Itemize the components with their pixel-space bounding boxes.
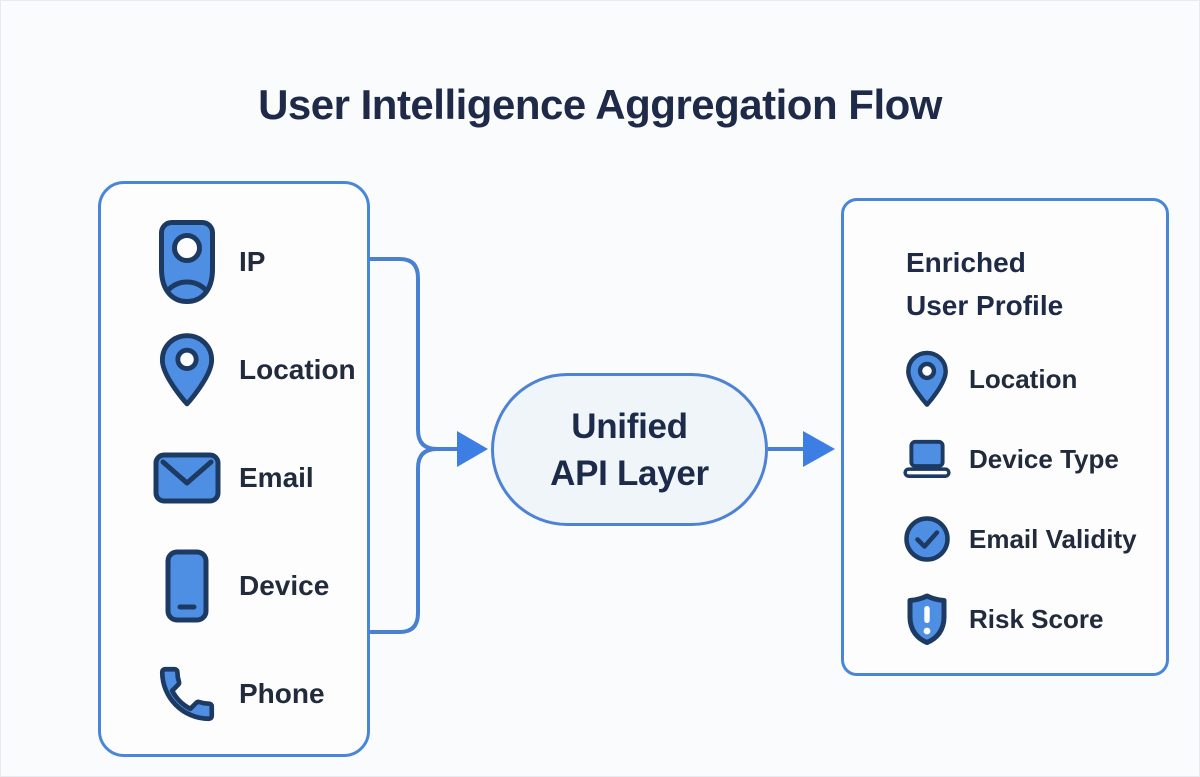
profile-item-risk-score: Risk Score xyxy=(844,579,1166,659)
api-node-label-line1: Unified xyxy=(571,406,688,446)
phone-handset-icon xyxy=(141,661,233,727)
connector-top-branch xyxy=(369,257,459,451)
map-pin-icon xyxy=(141,331,233,409)
source-item-email: Email xyxy=(101,432,367,524)
profile-items: Location Device Type E xyxy=(844,339,1166,659)
source-item-phone: Phone xyxy=(101,648,367,740)
profile-label: Email Validity xyxy=(969,523,1137,554)
envelope-icon xyxy=(141,452,233,504)
profile-label: Device Type xyxy=(969,443,1119,474)
unified-api-node: Unified API Layer xyxy=(491,373,768,526)
profile-title-line2: User Profile xyxy=(906,290,1064,321)
profile-item-location: Location xyxy=(844,339,1166,419)
shield-alert-icon xyxy=(902,593,952,646)
profile-item-email-validity: Email Validity xyxy=(844,499,1166,579)
source-label: IP xyxy=(239,246,266,277)
profile-label: Location xyxy=(969,363,1078,394)
source-label: Phone xyxy=(239,678,325,709)
profile-box-title: Enriched User Profile xyxy=(906,241,1063,327)
diagram-title: User Intelligence Aggregation Flow xyxy=(258,81,942,128)
map-pin-icon xyxy=(902,350,952,408)
source-label: Email xyxy=(239,462,314,493)
profile-item-device-type: Device Type xyxy=(844,419,1166,499)
smartphone-icon xyxy=(141,548,233,624)
api-node-label-line2: API Layer xyxy=(550,453,709,493)
laptop-icon xyxy=(902,436,952,482)
source-label: Device xyxy=(239,570,330,601)
arrowhead-into-profile xyxy=(803,431,835,467)
source-item-location: Location xyxy=(101,324,367,416)
check-circle-icon xyxy=(902,515,952,563)
source-item-device: Device xyxy=(101,540,367,632)
source-label: Location xyxy=(239,354,356,385)
user-badge-icon xyxy=(141,219,233,305)
data-sources-box: IP Location Email xyxy=(98,181,370,757)
connector-bottom-branch xyxy=(369,447,459,634)
arrowhead-into-api xyxy=(457,431,488,467)
profile-title-line1: Enriched xyxy=(906,247,1026,278)
enriched-profile-box: Enriched User Profile Location xyxy=(841,198,1169,676)
profile-label: Risk Score xyxy=(969,603,1104,634)
source-item-ip: IP xyxy=(101,216,367,308)
